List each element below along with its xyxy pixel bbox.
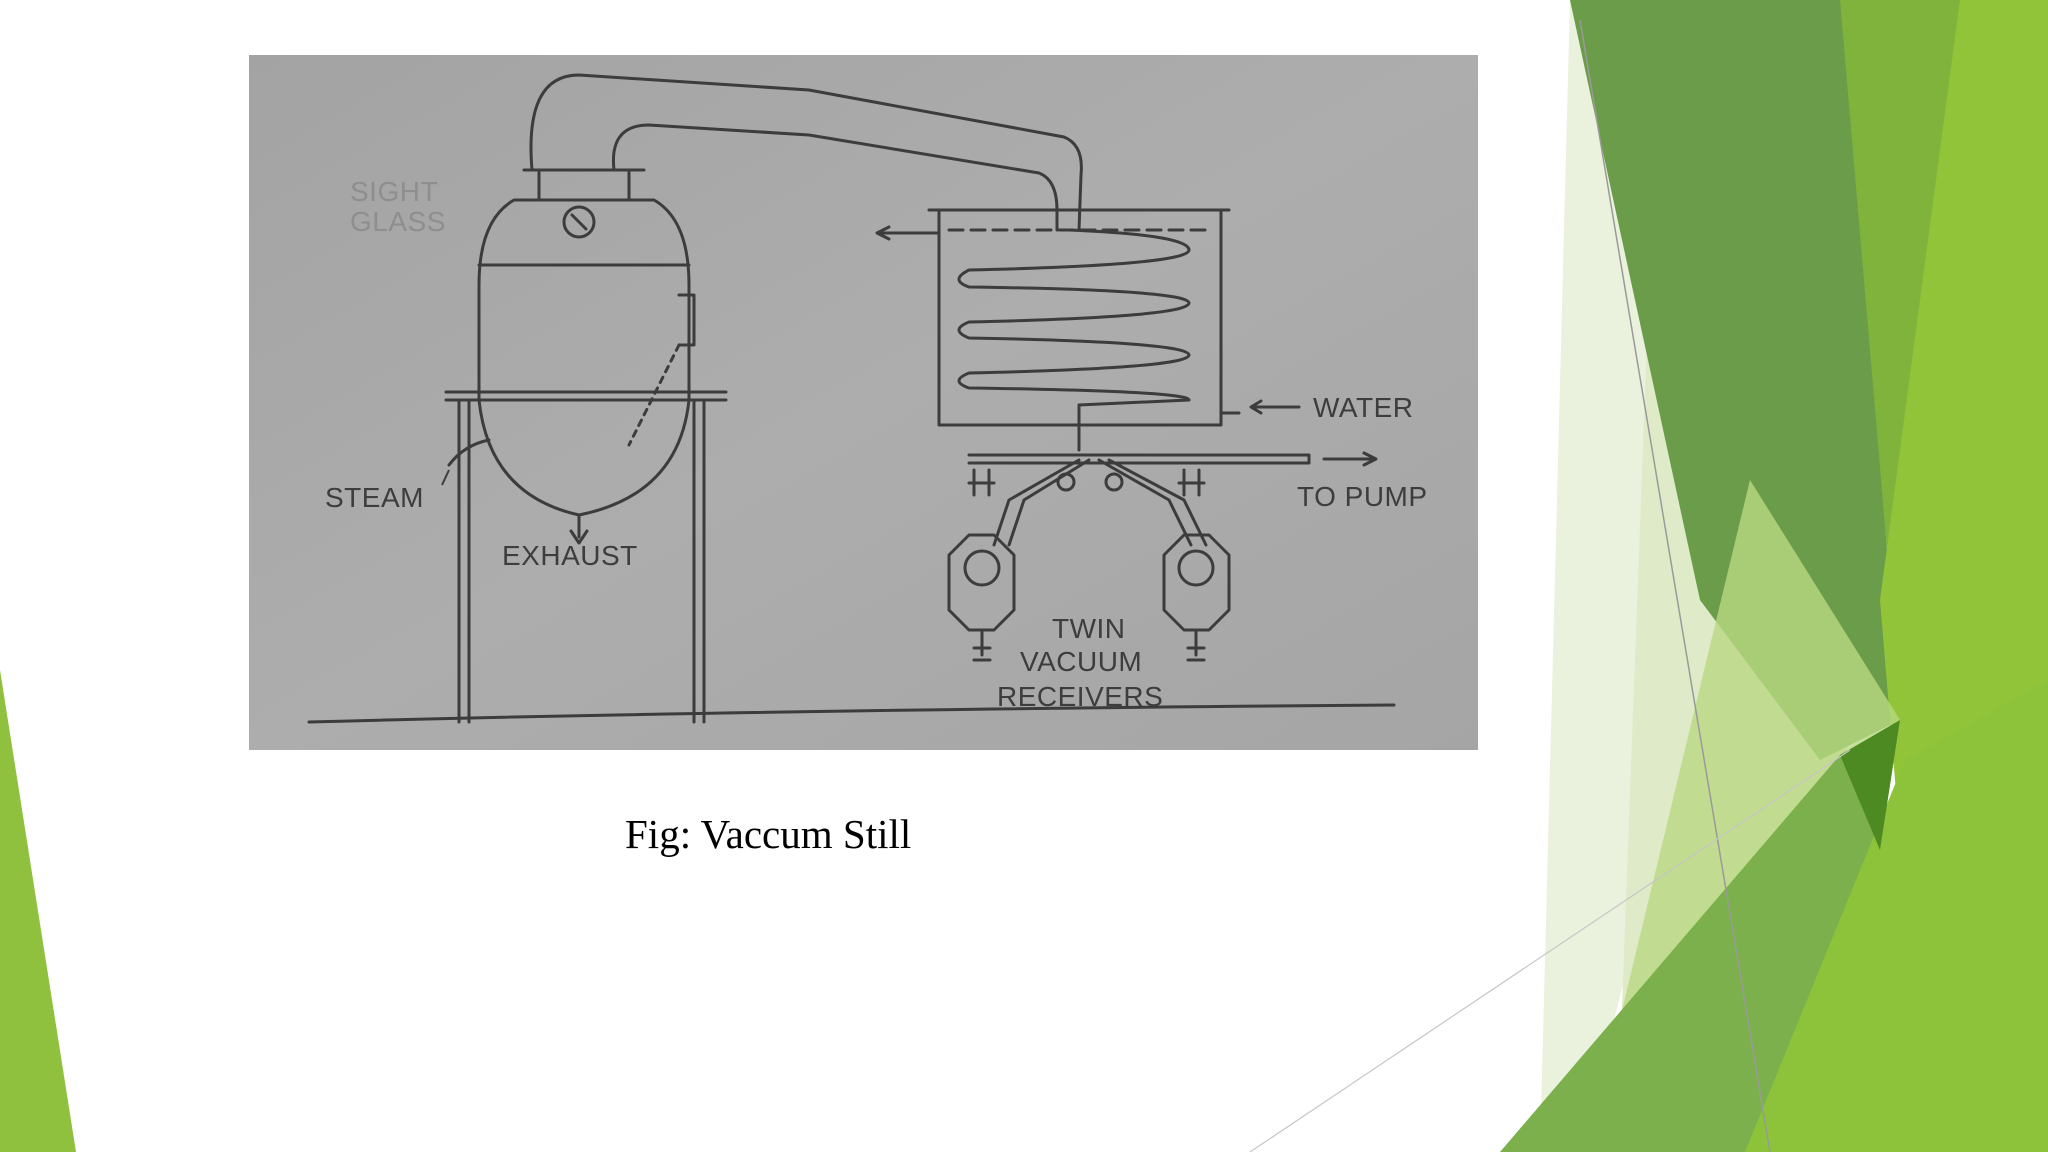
receiver-right [1162, 533, 1231, 632]
valve [1056, 472, 1076, 492]
pump-arrow [1322, 451, 1378, 467]
photo-background [249, 55, 1478, 750]
figure-caption: Fig: Vaccum Still [625, 811, 912, 857]
label-water: WATER [1313, 392, 1414, 423]
leader-line [441, 469, 450, 486]
light-green-shard [1880, 0, 2048, 840]
left-green-shard [0, 670, 76, 1152]
label-steam: STEAM [325, 482, 424, 513]
sight-glass-mark [570, 213, 588, 231]
mid-green-shard [1610, 480, 1900, 1060]
label-to-pump: TO PUMP [1297, 481, 1428, 512]
label-twin: TWIN [1052, 613, 1126, 644]
pump-line [967, 453, 1311, 465]
thin-line [1579, 19, 1771, 1152]
label-vacuum: VACUUM [1020, 646, 1143, 677]
dark-accent-shard [1840, 720, 1900, 850]
valve [1177, 468, 1206, 497]
vapor-pipe-inner [611, 123, 1059, 232]
receiver-right-window [1177, 549, 1215, 587]
label-sight-glass-2: GLASS [350, 206, 446, 237]
vapor-pipe-outer [529, 73, 1083, 232]
thin-line [1249, 749, 1851, 1152]
floor-line [307, 703, 1396, 724]
receiver-left-outlet [972, 628, 992, 662]
vessel-neck [522, 168, 646, 202]
level-gauge [677, 293, 696, 347]
label-receivers: RECEIVERS [997, 681, 1164, 712]
receiver-left [947, 533, 1016, 632]
dark-green-shard [1570, 0, 1900, 760]
valve [1104, 472, 1124, 492]
outlet-arrow [875, 225, 939, 241]
gauge-dashed [627, 343, 681, 447]
sight-glass-circle [562, 205, 596, 239]
stand-top [444, 390, 728, 402]
valve [967, 468, 996, 497]
stand-leg [692, 398, 706, 724]
condenser-coil [957, 228, 1191, 452]
label-exhaust: EXHAUST [502, 540, 638, 571]
receiver-left-window [963, 549, 1001, 587]
bottom-bright-shard [1745, 680, 2048, 1152]
label-sight-glass-1: SIGHT [350, 176, 439, 207]
vacuum-still-diagram [249, 55, 1478, 750]
water-inlet [1219, 399, 1301, 415]
branch-pipe [1097, 458, 1208, 547]
steam-inlet [447, 438, 491, 467]
receiver-right-outlet [1186, 628, 1206, 662]
exhaust-pipe [569, 513, 589, 545]
